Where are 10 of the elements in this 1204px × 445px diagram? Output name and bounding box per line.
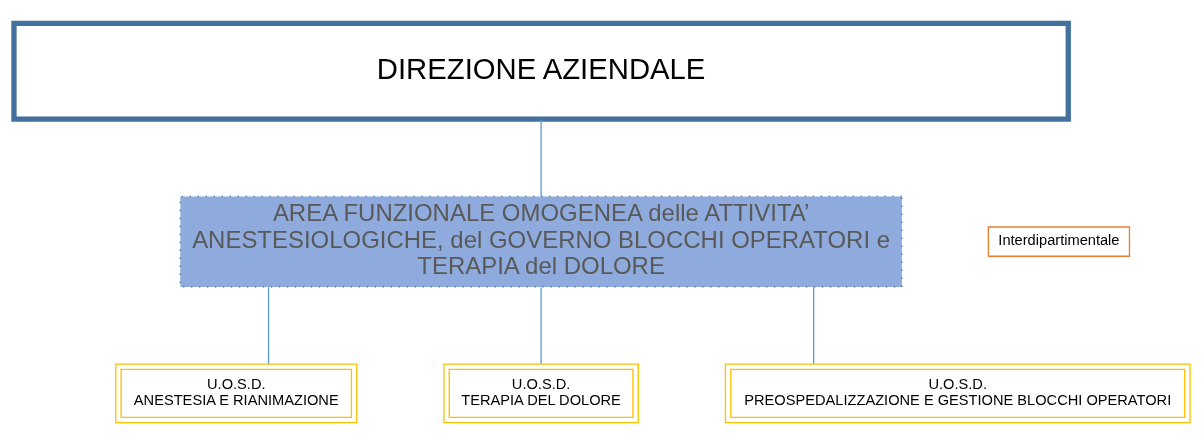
node-box: U.O.S.D. PREOSPEDALIZZAZIONE E GESTIONE BLOCCHI OPERATORI	[724, 362, 1191, 423]
node-box: AREA FUNZIONALE OMOGENEA delle ATTIVITA’ ANESTESIOLOGICHE, del GOVERNO BLOCCHI OPERATORI e TERAPIA del DOLORE	[179, 195, 903, 288]
connector	[540, 286, 542, 364]
node-box: DIREZIONE AZIENDALE	[11, 20, 1071, 122]
connector	[540, 118, 542, 197]
connector	[267, 286, 270, 364]
node-box: U.O.S.D. TERAPIA DEL DOLORE	[443, 362, 639, 423]
node-box: U.O.S.D. ANESTESIA E RIANIMAZIONE	[115, 362, 358, 423]
node-box: Interdipartimentale	[987, 225, 1131, 257]
connector	[813, 286, 815, 364]
